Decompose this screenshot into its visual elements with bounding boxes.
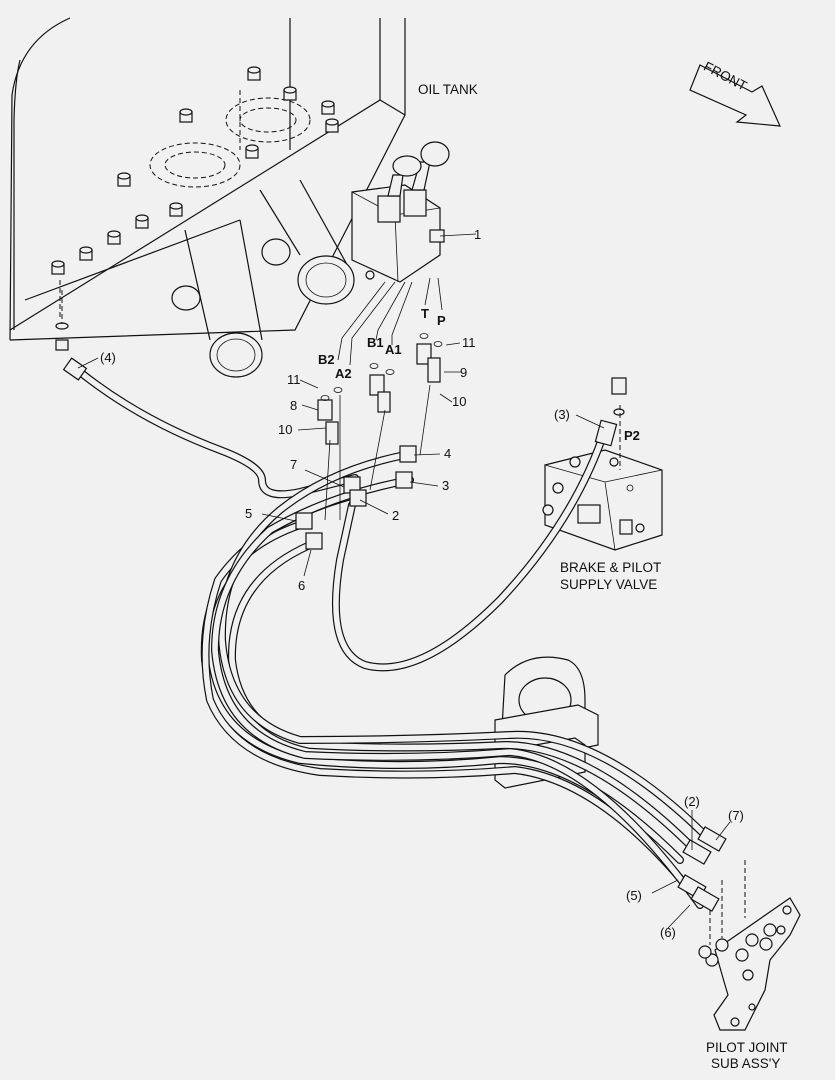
callout-5: 5 <box>245 506 252 521</box>
label-oil-tank: OIL TANK <box>418 82 478 97</box>
label-pilot-joint-line2: SUB ASS'Y <box>711 1056 780 1071</box>
callout-paren-7: (7) <box>728 808 744 823</box>
callout-paren-5: (5) <box>626 888 642 903</box>
label-pilot-joint-line1: PILOT JOINT <box>706 1040 788 1055</box>
fittings <box>55 322 727 912</box>
callout-11-left: 11 <box>287 372 301 387</box>
port-b2: B2 <box>318 352 335 367</box>
port-a2: A2 <box>335 366 352 381</box>
callout-paren-4: (4) <box>100 350 116 365</box>
control-valve-assembly <box>351 141 450 283</box>
callout-10-right: 10 <box>452 394 466 409</box>
port-b1: B1 <box>367 335 384 350</box>
callout-8: 8 <box>290 398 297 413</box>
callout-4: 4 <box>444 446 451 461</box>
callout-3: 3 <box>442 478 449 493</box>
port-a1: A1 <box>385 342 402 357</box>
callout-6: 6 <box>298 578 305 593</box>
label-front: FRONT <box>701 59 749 94</box>
callout-paren-2: (2) <box>684 794 700 809</box>
pilot-joint-sub-assy <box>698 897 801 1031</box>
hoses <box>76 368 714 909</box>
callout-1: 1 <box>474 227 481 242</box>
callout-11-right: 11 <box>462 335 476 350</box>
label-brake-valve-line2: SUPPLY VALVE <box>560 577 657 592</box>
label-brake-valve-line1: BRAKE & PILOT <box>560 560 661 575</box>
callout-7: 7 <box>290 457 297 472</box>
front-arrow <box>689 64 781 127</box>
oil-tank <box>9 17 406 341</box>
port-t: T <box>421 306 429 321</box>
callout-2: 2 <box>392 508 399 523</box>
port-p2: P2 <box>624 428 640 443</box>
leader-lines <box>61 233 746 945</box>
callout-paren-6: (6) <box>660 925 676 940</box>
callout-10-left: 10 <box>278 422 292 437</box>
tank-bolts <box>51 66 339 275</box>
callout-paren-3: (3) <box>554 407 570 422</box>
callout-9: 9 <box>460 365 467 380</box>
tank-pipes <box>171 179 355 378</box>
port-p: P <box>437 313 446 328</box>
brake-pilot-supply-valve <box>542 449 663 551</box>
